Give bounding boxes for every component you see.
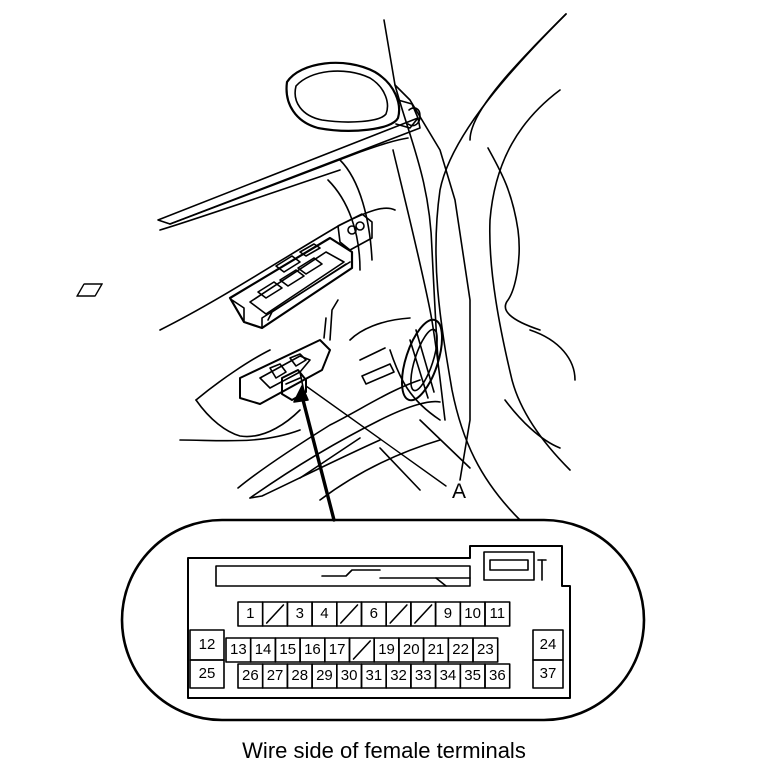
- unused-terminal-slash: [414, 604, 433, 624]
- terminal-11-cell: [484, 601, 511, 627]
- terminal-32: 32: [390, 667, 407, 684]
- terminal-23: 23: [477, 641, 494, 658]
- terminal-24: 24: [539, 636, 557, 653]
- door-speaker: [400, 318, 444, 402]
- terminal-19: 19: [378, 641, 395, 658]
- unused-terminal-slash: [389, 604, 408, 624]
- terminal-grid: [189, 601, 564, 689]
- terminal-29: 29: [316, 667, 333, 684]
- terminal-9: 9: [443, 605, 453, 622]
- terminal-21: 21: [427, 641, 445, 658]
- terminal-30: 30: [340, 667, 358, 684]
- connector-face: [120, 518, 646, 722]
- terminal-16: 16: [304, 641, 321, 658]
- terminal-25: 25: [198, 665, 216, 682]
- door-trim-panel: [159, 149, 471, 501]
- terminal-27: 27: [266, 667, 284, 684]
- unused-terminal-slash: [339, 604, 359, 624]
- side-mirror: [285, 61, 421, 132]
- terminal-6: 6: [369, 605, 379, 622]
- terminal-28: 28: [291, 667, 309, 684]
- terminal-36-cell: [484, 663, 511, 689]
- terminal-37-cell: [532, 659, 564, 689]
- terminal-4: 4: [320, 605, 329, 622]
- mirror-control-switch: [337, 213, 373, 251]
- terminal-36: 36: [489, 667, 506, 684]
- terminal-31: 31: [365, 667, 383, 684]
- terminal-1: 1: [246, 605, 255, 622]
- terminal-25-cell: [189, 659, 225, 689]
- terminal-35: 35: [464, 667, 481, 684]
- terminal-33: 33: [414, 667, 432, 684]
- terminal-26: 26: [242, 667, 259, 684]
- terminal-15: 15: [279, 641, 297, 658]
- armrest-handle: [239, 299, 339, 405]
- terminal-10: 10: [464, 605, 481, 622]
- unused-terminal-slash: [352, 640, 372, 660]
- terminal-20: 20: [402, 641, 420, 658]
- power-window-switch: [76, 236, 354, 330]
- terminal-13: 13: [230, 641, 247, 658]
- terminal-12: 12: [198, 636, 216, 653]
- terminal-23-cell: [472, 637, 499, 663]
- connector-a-callout: [281, 369, 447, 522]
- terminal-3: 3: [295, 605, 304, 622]
- terminal-34: 34: [439, 667, 457, 684]
- terminal-22: 22: [452, 641, 469, 658]
- terminal-37: 37: [539, 665, 557, 682]
- diagram-caption: Wire side of female terminals: [242, 738, 526, 763]
- terminal-14: 14: [254, 641, 272, 658]
- unused-terminal-slash: [265, 604, 285, 624]
- terminal-11: 11: [489, 605, 506, 622]
- door-belt-line: [157, 117, 421, 231]
- callout-label-a: A: [452, 480, 467, 503]
- door-frame: [383, 13, 576, 521]
- terminal-17: 17: [328, 641, 346, 658]
